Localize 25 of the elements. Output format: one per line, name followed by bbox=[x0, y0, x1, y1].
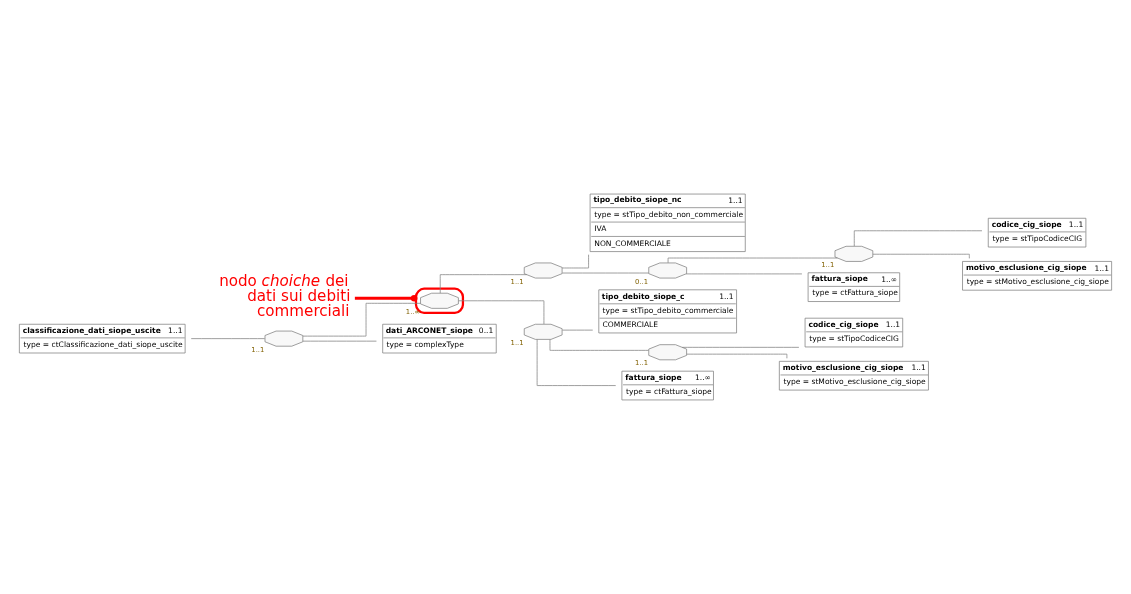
node-octagon bbox=[523, 262, 563, 279]
connector bbox=[561, 254, 589, 269]
connector bbox=[667, 257, 838, 264]
connector bbox=[302, 340, 377, 342]
connector bbox=[549, 339, 649, 351]
connector bbox=[561, 329, 594, 331]
node-octagon bbox=[648, 344, 687, 361]
node-octagon bbox=[523, 323, 563, 340]
connector bbox=[872, 253, 970, 259]
node-text: nodo choiche dei dati sui debiti commerciali bbox=[219, 271, 351, 320]
node-octagon bbox=[264, 330, 304, 347]
connector bbox=[561, 272, 650, 274]
connector bbox=[354, 294, 418, 302]
connector bbox=[681, 346, 800, 348]
connector bbox=[458, 300, 545, 325]
node-octagon bbox=[648, 262, 687, 279]
connector bbox=[190, 338, 266, 339]
connector bbox=[536, 339, 617, 386]
connector bbox=[302, 302, 421, 337]
connector bbox=[853, 230, 983, 247]
connector bbox=[686, 353, 788, 359]
node-octagon bbox=[834, 245, 874, 262]
connector bbox=[439, 274, 527, 294]
node-octagon bbox=[420, 292, 459, 309]
connector bbox=[685, 273, 803, 275]
